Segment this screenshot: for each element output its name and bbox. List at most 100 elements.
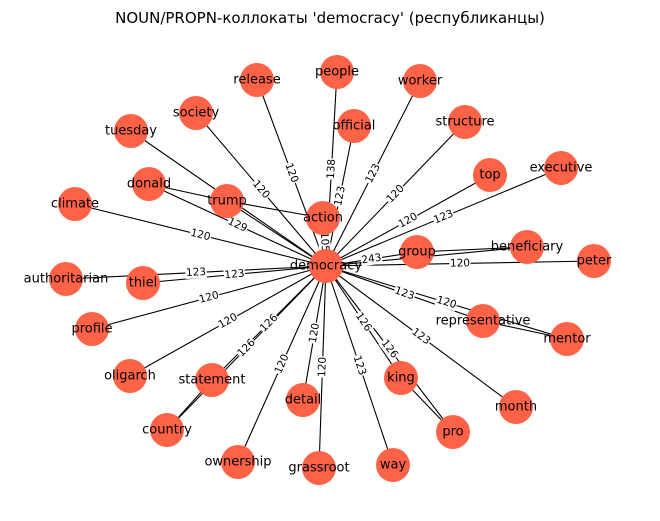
node-label-mentor: mentor [543,332,591,347]
edge-label-bg [434,293,459,312]
edge-label-ownership: 120 [272,351,292,377]
node-trump[interactable] [210,184,244,218]
node-peter[interactable] [577,244,611,278]
edge-label-month: 123 [408,325,434,348]
edge-label-peter: 120 [449,257,471,270]
node-label-pro: pro [442,425,463,440]
node-oligarch[interactable] [113,359,147,393]
node-profile[interactable] [75,312,109,346]
node-grassroot[interactable] [302,451,336,485]
edge-weight: 120 [198,289,220,306]
node-label-month: month [495,400,537,415]
edge-label-climate: 120 [188,226,213,244]
edge-democracy-trump [226,200,327,267]
nodes-layer: democracyreleasepeopleworkersocietyoffic… [24,55,612,485]
edge-weight: 123 [224,268,245,282]
node-label-structure: structure [436,115,495,130]
node-top[interactable] [473,158,507,192]
edge-label-bg [185,265,207,280]
edge-label-bg [350,353,369,378]
node-official[interactable] [337,109,371,143]
node-worker[interactable] [403,64,437,98]
edge-label-bg [257,311,281,335]
edge-label-executive: 123 [431,207,456,227]
node-group[interactable] [400,235,434,269]
node-mentor[interactable] [550,322,584,356]
node-thiel[interactable] [126,266,160,300]
node-detail[interactable] [286,383,320,417]
edge-label-bg [272,351,292,377]
node-ownership[interactable] [221,445,255,479]
node-label-official: official [333,119,376,134]
node-statement[interactable] [195,363,229,397]
node-label-thiel: thiel [129,276,158,291]
edge-label-donald: 129 [225,215,250,235]
edge-weight: 123 [393,285,416,303]
edge-weight: 243 [361,252,383,267]
node-label-statement: statement [179,373,246,388]
edge-label-people: 138 [324,158,339,180]
node-label-oligarch: oligarch [104,369,156,384]
graph-title: NOUN/PROPN-коллокаты 'democracy' (респуб… [115,9,545,27]
edge-label-bg [449,257,471,270]
node-beneficiary[interactable] [510,230,544,264]
edge-label-bg [197,288,221,307]
node-release[interactable] [240,63,274,97]
edge-label-bg [249,177,273,202]
node-structure[interactable] [448,105,482,139]
node-label-grassroot: grassroot [288,461,349,476]
edge-weight: 105 [318,232,331,253]
node-label-authoritarian: authoritarian [24,272,109,287]
node-pro[interactable] [436,415,470,449]
node-action[interactable] [306,201,340,235]
edge-label-official: 123 [332,184,348,208]
node-label-ownership: ownership [204,455,271,470]
node-representative[interactable] [466,304,500,338]
node-label-detail: detail [285,393,322,408]
node-authoritarian[interactable] [49,262,83,296]
node-label-king: king [387,371,415,386]
edge-weight: 138 [325,159,338,180]
node-month[interactable] [499,390,533,424]
edge-label-way: 123 [350,353,369,378]
node-label-country: country [142,423,192,438]
node-society[interactable] [179,96,213,130]
edge-label-profile: 120 [197,288,221,307]
node-label-donald: donald [127,177,171,192]
edge-weight: 120 [282,162,300,185]
node-label-climate: climate [51,197,99,212]
edge-label-bg [317,231,332,253]
node-democracy[interactable] [309,249,343,283]
edge-weight: 120 [216,311,239,331]
edge-label-bg [362,161,384,186]
edge-weight: 126 [353,310,374,334]
node-label-tuesday: tuesday [105,124,157,139]
edge-label-bg [306,321,323,345]
edge-label-king: 126 [352,309,375,335]
node-label-representative: representative [436,314,531,329]
edge-label-bg [215,310,241,332]
edge-weight: 120 [307,322,322,344]
node-label-action: action [303,211,343,226]
edge-group-beneficiary [416,246,528,253]
node-king[interactable] [384,361,418,395]
node-country[interactable] [150,413,184,447]
edge-label-bg [395,210,421,231]
edge-weight: 123 [332,185,348,207]
node-climate[interactable] [58,187,92,221]
node-executive[interactable] [544,151,578,185]
edge-label-bg [431,207,456,227]
node-label-group: group [398,245,436,260]
node-tuesday[interactable] [114,114,148,148]
edge-label-bg [378,336,401,362]
node-people[interactable] [320,55,354,89]
edge-label-bg [383,182,408,206]
edge-weight: 123 [186,266,207,279]
edge-label-worker: 123 [362,161,384,186]
node-label-worker: worker [398,74,443,89]
edge-label-group: 243 [360,251,383,267]
node-label-people: people [315,65,359,80]
node-donald[interactable] [132,167,166,201]
node-way[interactable] [376,448,410,482]
